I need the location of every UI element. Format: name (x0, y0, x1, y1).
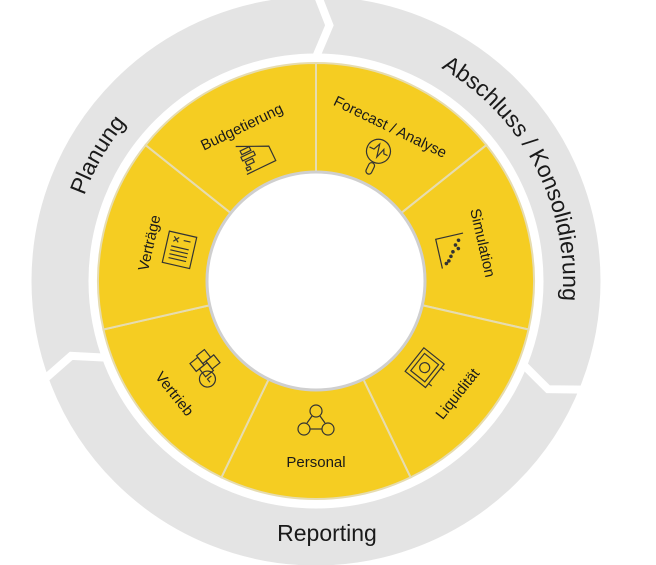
magnifier-chart-icon (365, 138, 392, 175)
segment-budgetierung[interactable]: Budgetierung (144, 61, 317, 215)
safe-icon (404, 346, 446, 389)
chevron-arrow-icon (312, 0, 334, 59)
phase-ring-band (31, 0, 601, 565)
segment-personal[interactable]: Personal (220, 377, 412, 500)
scatter-plot-icon (435, 232, 464, 269)
center-circle (205, 170, 427, 392)
segment-liquidität[interactable]: Liquidität (361, 304, 530, 479)
bar-chart-icon (235, 145, 277, 175)
boxes-clock-icon (189, 348, 221, 388)
chevron-arrow-icon (40, 351, 106, 384)
people-network-icon (297, 404, 335, 436)
segment-forecast-analyse[interactable]: Forecast / Analyse (312, 61, 488, 215)
segment-simulation[interactable]: Simulation (399, 143, 535, 331)
segment-ring: Forecast / AnalyseSimulationLiquiditätPe… (97, 61, 535, 500)
outer-phase-ring (31, 0, 601, 565)
contract-document-icon (161, 230, 198, 270)
phase-label-2: Reporting (277, 520, 377, 546)
chevron-arrow-icon (520, 362, 585, 394)
segment-label: Personal (286, 454, 345, 471)
